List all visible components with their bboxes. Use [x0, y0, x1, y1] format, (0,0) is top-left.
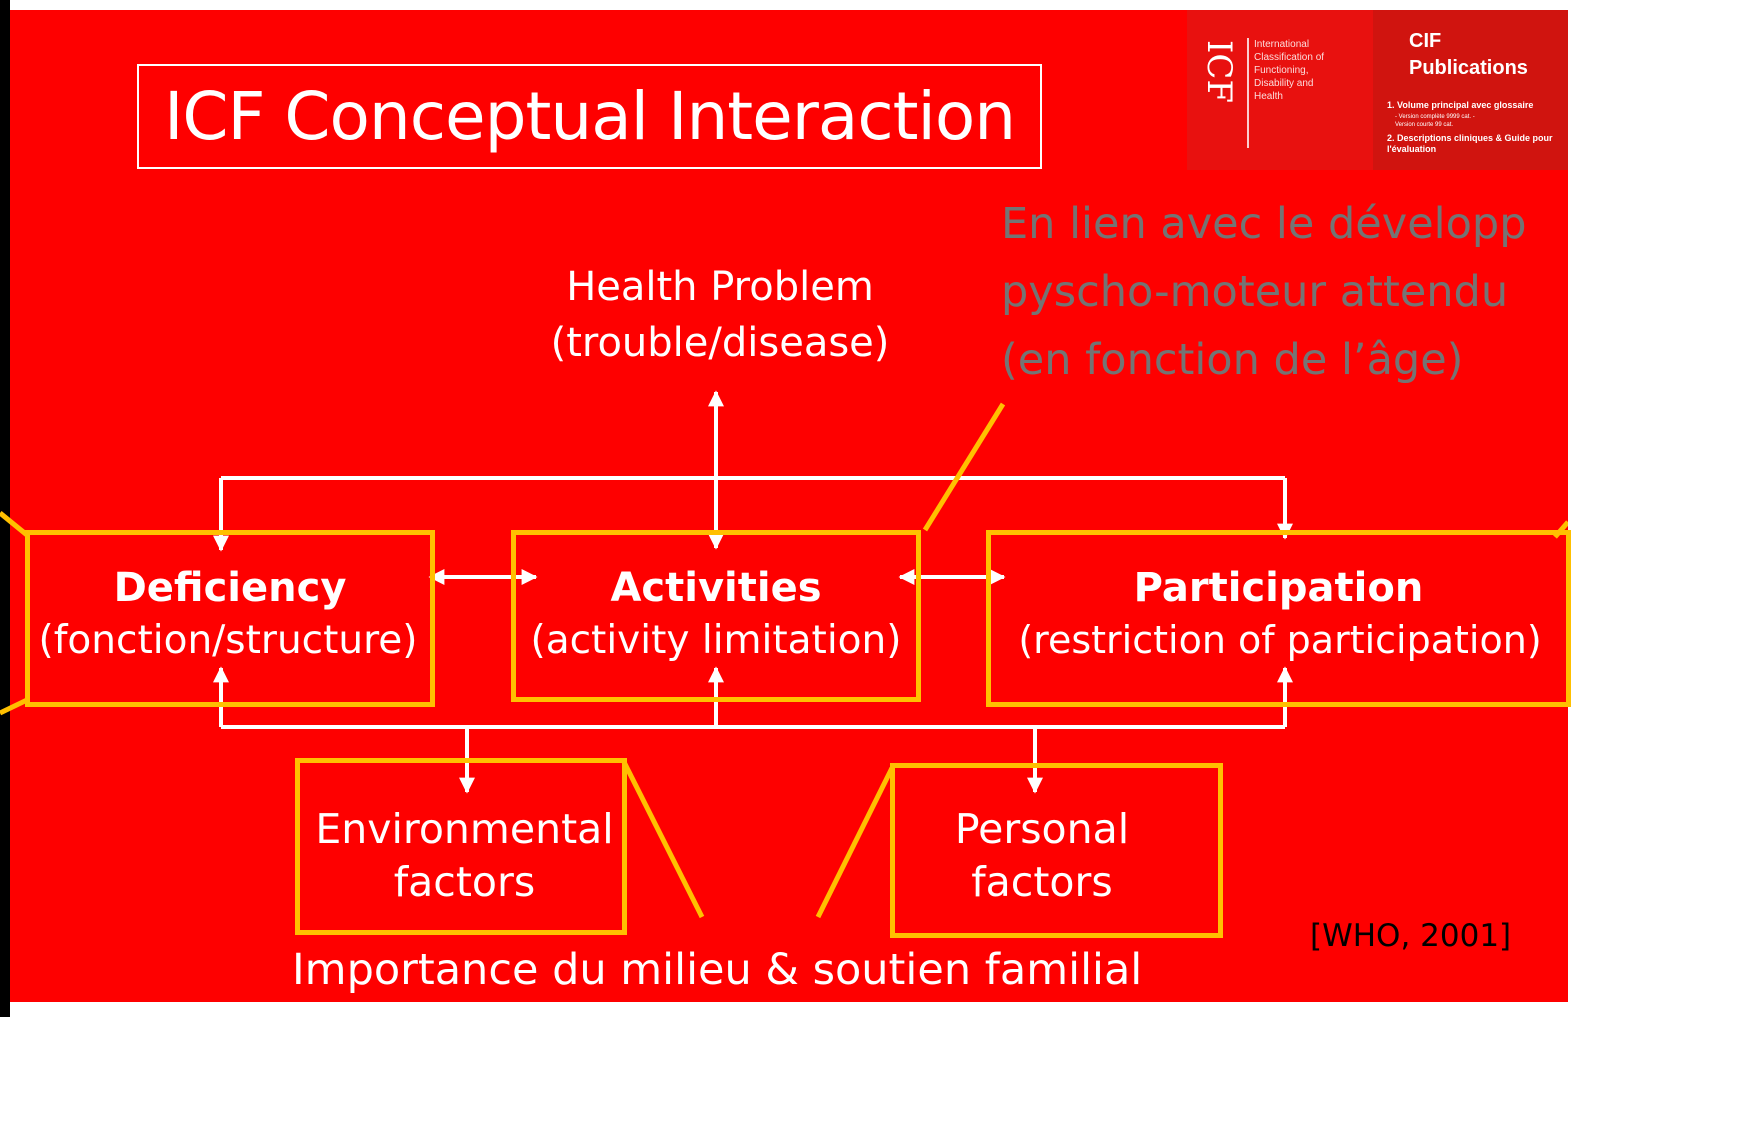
cover-item-2: 2. Descriptions cliniques & Guide pour l… — [1387, 133, 1553, 154]
deficiency-subtitle: (fonction/structure) — [38, 618, 418, 663]
citation: [WHO, 2001] — [1310, 918, 1512, 954]
note-callout-line — [922, 402, 1006, 532]
icf-book-cover-image: ICF International Classification of Func… — [1187, 10, 1568, 300]
bottom-note: Importance du milieu & soutien familial — [292, 945, 1143, 995]
note-line-2: pyscho-moteur attendu — [1001, 267, 1509, 317]
environmental-box — [295, 758, 627, 935]
cover-panel — [1373, 10, 1568, 170]
deficiency-title: Deficiency — [113, 565, 347, 611]
health-problem-subtitle: (trouble/disease) — [550, 320, 890, 366]
participation-box — [986, 530, 1571, 707]
personal-subtitle: factors — [971, 858, 1113, 906]
cover-subtitle: International Classification of Function… — [1254, 39, 1325, 102]
left-callout-bottom — [0, 697, 29, 716]
personal-title: Personal — [954, 805, 1130, 853]
env-callout-line — [621, 760, 705, 919]
deficiency-box — [25, 530, 435, 707]
personal-callout-line — [815, 766, 895, 919]
left-callout-top — [0, 511, 29, 537]
health-problem-title: Health Problem — [566, 264, 874, 310]
page-title: ICF Conceptual Interaction — [137, 64, 1042, 169]
left-border — [0, 0, 10, 1017]
cover-spine-title: ICF — [1199, 40, 1239, 104]
environmental-subtitle: factors — [393, 858, 536, 906]
note-line-3: (en fonction de l’âge) — [1001, 335, 1464, 385]
cover-footer — [1187, 170, 1568, 300]
note-line-1: En lien avec le développ — [1001, 199, 1527, 249]
environmental-title: Environmental — [315, 805, 614, 853]
activities-title: Activities — [610, 565, 822, 611]
cover-title: CIF Publications — [1409, 30, 1528, 79]
cover-item-1-detail: - Version complète 9999 cat. - Version c… — [1395, 114, 1475, 128]
activities-box — [511, 530, 921, 702]
participation-subtitle: (restriction of participation) — [1018, 618, 1542, 662]
personal-box — [890, 763, 1223, 938]
participation-title: Participation — [1133, 565, 1424, 611]
activities-subtitle: (activity limitation) — [530, 618, 902, 663]
cover-item-1: 1. Volume principal avec glossaire — [1387, 100, 1534, 110]
cover-rule — [1247, 38, 1249, 148]
